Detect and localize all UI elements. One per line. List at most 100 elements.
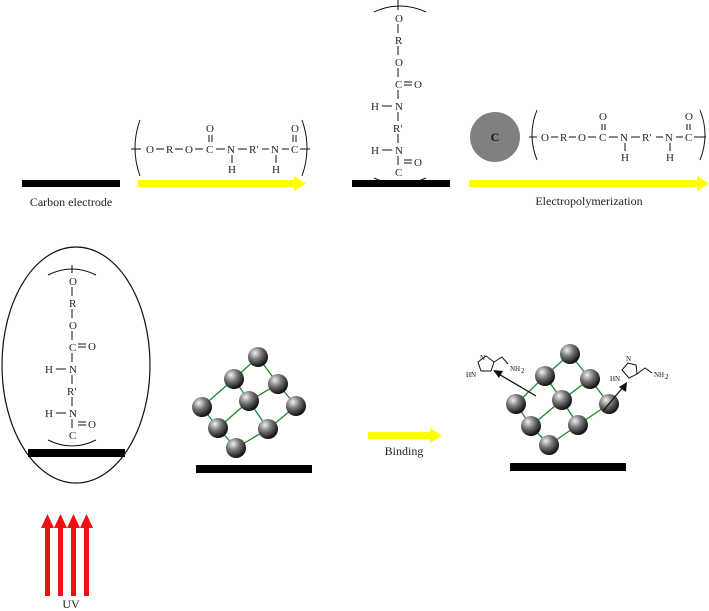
polymer-sphere — [226, 438, 246, 458]
svg-text:H: H — [371, 101, 379, 113]
svg-text:C: C — [206, 144, 213, 156]
svg-text:R': R' — [393, 123, 402, 135]
histamine-molecule-left: N HN NH 2 — [466, 354, 525, 379]
svg-text:O: O — [88, 341, 96, 353]
svg-text:O: O — [578, 132, 586, 144]
svg-text:R': R' — [642, 132, 651, 144]
svg-text:N: N — [626, 355, 631, 363]
svg-text:R': R' — [67, 386, 76, 398]
svg-text:C: C — [69, 342, 76, 354]
electrode-bar-4 — [196, 465, 312, 473]
svg-text:H: H — [45, 408, 53, 420]
polymer-sphere — [552, 390, 572, 410]
carbon-particle — [470, 112, 520, 162]
polymer-formula-vertical-2: O R O C O N H R' N H C O — [45, 265, 97, 447]
svg-text:O: O — [541, 132, 549, 144]
polymer-sphere — [506, 394, 526, 414]
polymer-sphere — [248, 347, 268, 367]
polymer-sphere — [539, 435, 559, 455]
polymer-formula-vertical-1: O R O C O N H R' N H C O — [371, 0, 427, 185]
svg-text:N: N — [665, 132, 673, 144]
polymer-formula-horizontal: O R O C O N H R' N H C O — [131, 119, 310, 177]
binding-label: Binding — [385, 444, 424, 458]
svg-text:N: N — [395, 145, 403, 157]
carbon-electrode-label: Carbon electrode — [30, 195, 112, 209]
svg-text:O: O — [69, 320, 77, 332]
svg-text:NH: NH — [510, 365, 520, 373]
svg-text:C: C — [491, 130, 500, 144]
polymer-sphere — [560, 344, 580, 364]
binding-arrow-right — [602, 382, 627, 412]
svg-text:R': R' — [249, 144, 258, 156]
binding-arrow — [368, 428, 442, 443]
svg-text:H: H — [621, 152, 629, 164]
svg-text:2: 2 — [521, 367, 525, 375]
polymer-sphere — [239, 391, 259, 411]
polymer-network-1 — [192, 347, 306, 458]
svg-text:N: N — [69, 364, 77, 376]
polymer-sphere — [258, 419, 278, 439]
uv-exposure-ellipse — [1, 246, 151, 484]
svg-text:O: O — [395, 13, 403, 25]
svg-text:O: O — [146, 144, 154, 156]
polymer-sphere — [535, 366, 555, 386]
svg-text:N: N — [271, 144, 279, 156]
svg-text:N: N — [620, 132, 628, 144]
uv-arrows — [41, 514, 93, 596]
svg-text:R: R — [166, 144, 174, 156]
svg-text:C: C — [395, 167, 402, 179]
svg-text:HN: HN — [610, 375, 620, 383]
svg-text:O: O — [206, 123, 214, 135]
polymer-network-2 — [506, 344, 619, 455]
histamine-molecule-right: N HN NH 2 — [610, 355, 669, 383]
electrode-bar-5 — [510, 463, 626, 471]
svg-text:N: N — [480, 354, 485, 362]
svg-text:H: H — [371, 145, 379, 157]
electrode-bar-3 — [28, 449, 125, 457]
polymer-sphere — [568, 415, 588, 435]
svg-text:2: 2 — [665, 373, 669, 381]
polymer-sphere — [192, 397, 212, 417]
svg-text:O: O — [88, 419, 96, 431]
svg-text:C: C — [291, 144, 298, 156]
svg-text:NH: NH — [654, 371, 664, 379]
svg-text:R: R — [395, 35, 403, 47]
electropolymerization-label: Electropolymerization — [535, 194, 642, 208]
svg-text:R: R — [560, 132, 568, 144]
svg-text:C: C — [685, 132, 692, 144]
svg-text:O: O — [69, 276, 77, 288]
svg-text:O: O — [414, 157, 422, 169]
svg-text:O: O — [185, 144, 193, 156]
svg-text:O: O — [599, 111, 607, 123]
binding-arrow-left — [493, 370, 537, 397]
svg-text:H: H — [45, 364, 53, 376]
svg-text:O: O — [395, 57, 403, 69]
carbon-electrode-bar — [22, 180, 120, 187]
svg-text:C: C — [69, 430, 76, 442]
uv-arrow — [67, 514, 80, 596]
svg-text:H: H — [666, 152, 674, 164]
svg-text:O: O — [414, 79, 422, 91]
polymer-sphere — [224, 369, 244, 389]
process-arrow-1 — [138, 176, 306, 191]
uv-arrow — [41, 514, 54, 596]
polymer-sphere — [580, 369, 600, 389]
svg-text:H: H — [228, 164, 236, 176]
polymer-formula-horizontal-2: O R O C O N H R' N H C O — [529, 109, 706, 164]
uv-arrow — [54, 514, 67, 596]
svg-text:HN: HN — [466, 371, 476, 379]
svg-text:N: N — [395, 101, 403, 113]
uv-label: UV — [62, 597, 80, 611]
svg-text:O: O — [685, 111, 693, 123]
svg-text:O: O — [291, 123, 299, 135]
svg-text:C: C — [599, 132, 606, 144]
polymer-sphere — [208, 418, 228, 438]
svg-text:R: R — [69, 298, 77, 310]
svg-text:C: C — [395, 79, 402, 91]
process-arrow-2 — [469, 176, 709, 191]
svg-text:H: H — [272, 164, 280, 176]
electrode-bar-2 — [352, 180, 450, 187]
svg-text:N: N — [69, 408, 77, 420]
polymer-sphere — [286, 396, 306, 416]
